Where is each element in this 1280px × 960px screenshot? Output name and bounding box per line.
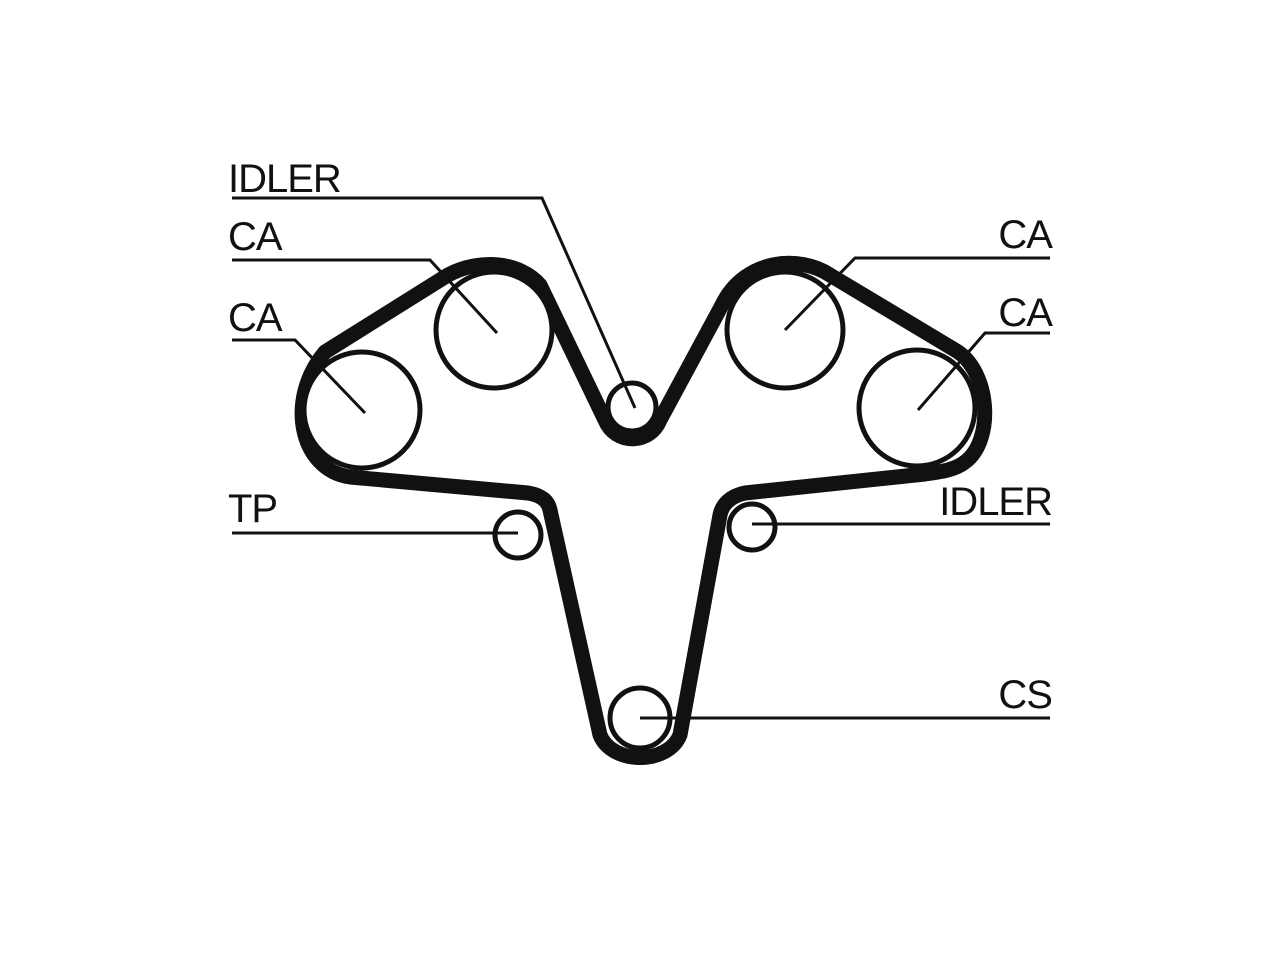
leader-ca-left-mid	[232, 338, 367, 415]
label-ca-right-top: CA	[998, 213, 1053, 257]
label-cs: CS	[998, 673, 1052, 717]
tensioner-pulley	[492, 509, 544, 561]
idler-pulley-right	[726, 501, 778, 553]
timing-belt	[294, 255, 993, 765]
camshaft-pulley-right-lower	[856, 347, 978, 469]
label-ca-left-mid: CA	[228, 296, 283, 340]
leader-ca-left-top	[232, 258, 499, 335]
label-idler-top: IDLER	[228, 157, 341, 201]
label-idler-right: IDLER	[939, 480, 1052, 524]
label-ca-left-top: CA	[228, 215, 283, 259]
leader-idler-top	[232, 196, 637, 409]
idler-pulley-top	[605, 380, 659, 434]
label-tp: TP	[228, 487, 277, 531]
leader-ca-right-top	[783, 256, 1050, 332]
leader-ca-right-mid	[916, 331, 1050, 411]
label-ca-right-mid: CA	[998, 291, 1053, 335]
